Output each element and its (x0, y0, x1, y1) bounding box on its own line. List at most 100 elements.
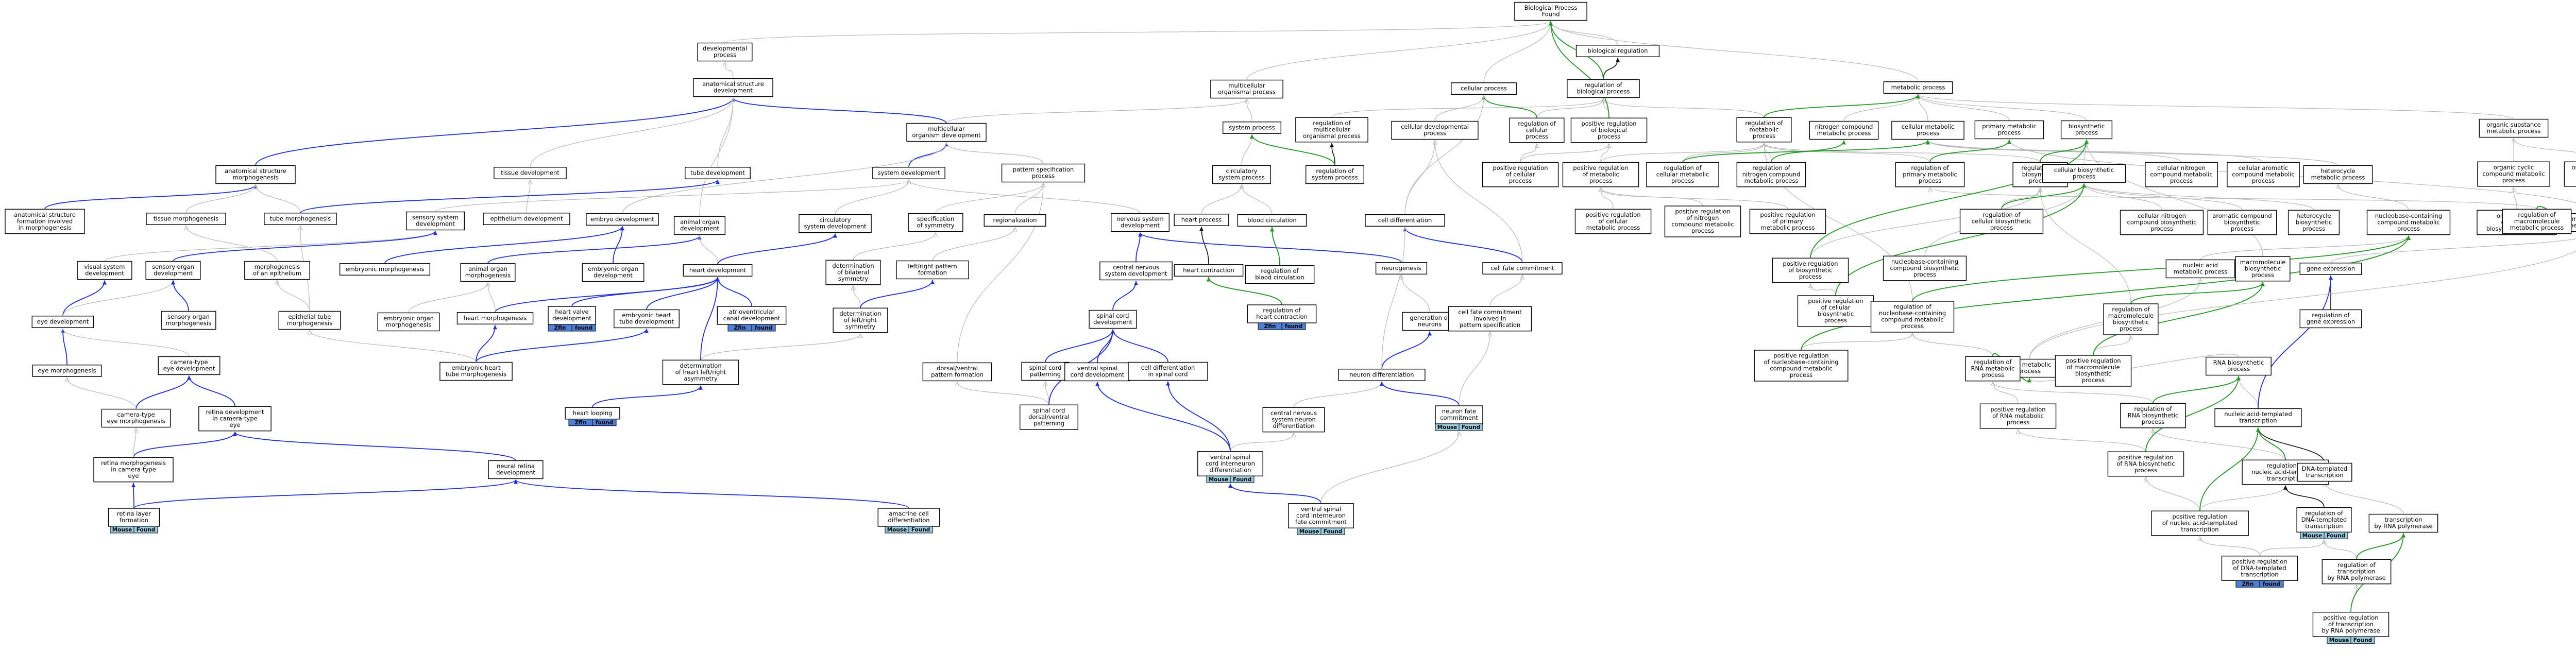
term-node-regdnatrans[interactable]: regulation ofDNA-templatedtranscriptionM… (2296, 507, 2352, 539)
term-node-neurogen[interactable]: neurogenesis (1375, 262, 1428, 274)
term-node-regnucmetab[interactable]: regulation ofnucleobase-containingcompou… (1870, 301, 1955, 333)
term-node-heartproc[interactable]: heart process (1174, 214, 1229, 226)
term-node-orgsubbio[interactable]: organic substancebiosyntheticprocess (2564, 161, 2576, 187)
term-node-embmorph[interactable]: embryonic morphogenesis (339, 263, 431, 276)
term-node-tissuedev[interactable]: tissue development (494, 167, 567, 179)
term-node-metab[interactable]: metabolic process (1883, 81, 1953, 94)
term-node-heartdev[interactable]: heart development (683, 264, 753, 277)
term-node-sysdev[interactable]: system development (872, 167, 945, 179)
term-node-tissuemorph[interactable]: tissue morphogenesis (146, 213, 226, 225)
term-node-regmacrobio[interactable]: regulation ofmacromoleculebiosyntheticpr… (2103, 303, 2159, 335)
term-node-cellproc[interactable]: cellular process (1451, 82, 1517, 95)
term-node-embdev[interactable]: embryo development (586, 213, 659, 226)
term-node-tubemorph[interactable]: tube morphogenesis (264, 213, 337, 225)
term-node-eyedev[interactable]: eye development (31, 316, 94, 328)
term-node-cellfate[interactable]: cell fate commitment (1482, 262, 1563, 274)
term-node-regionalization[interactable]: regionalization (984, 214, 1046, 227)
term-node-bloodcirc[interactable]: blood circulation (1237, 214, 1307, 227)
term-node-heartcontr[interactable]: heart contraction (1174, 264, 1244, 277)
